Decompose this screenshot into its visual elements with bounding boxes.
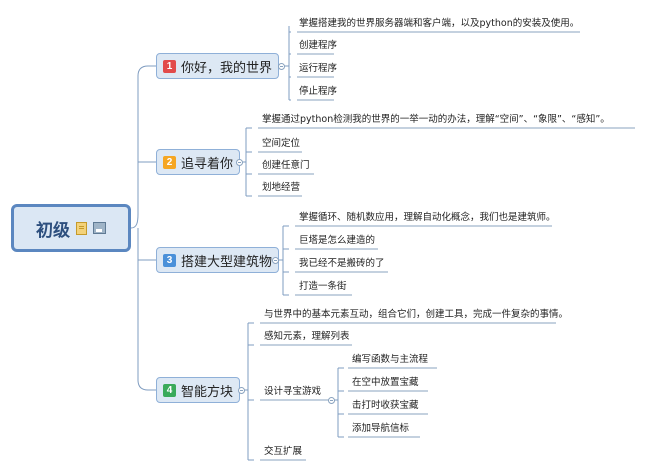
subtopic[interactable]: 创建程序 [299,40,338,51]
collapse-toggle-icon[interactable] [272,257,279,264]
topic-number-badge: 3 [163,253,176,267]
subtopic[interactable]: 创建任意门 [262,160,310,171]
subtopic[interactable]: 与世界中的基本元素互动，组合它们，创建工具，完成一件复杂的事情。 [264,309,569,320]
image-icon[interactable] [93,222,106,234]
collapse-toggle-icon[interactable] [328,397,335,404]
subtopic[interactable]: 停止程序 [299,86,338,97]
subtopic[interactable]: 巨塔是怎么建造的 [299,235,376,246]
subtopic[interactable]: 感知元素，理解列表 [264,331,350,342]
subtopic[interactable]: 打造一条街 [299,281,347,292]
topic-label: 追寻着你 [181,156,234,172]
topic-number-badge: 2 [163,155,176,169]
note-icon[interactable] [76,221,87,235]
topic-3[interactable]: 3 搭建大型建筑物 [156,247,280,273]
root-topic[interactable]: 初级 [11,204,131,252]
subtopic[interactable]: 我已经不是搬砖的了 [299,258,385,269]
subtopic[interactable]: 掌握通过python检测我的世界的一举一动的办法，理解“空间”、“象限”、“感知… [262,114,610,125]
subtopic[interactable]: 空间定位 [262,138,301,149]
subtopic[interactable]: 掌握搭建我的世界服务器端和客户端，以及python的安装及使用。 [299,18,580,29]
topic-number-badge: 1 [163,59,176,73]
sub-subtopic[interactable]: 添加导航信标 [352,423,410,434]
subtopic[interactable]: 设计寻宝游戏 [264,386,322,397]
sub-subtopic[interactable]: 击打时收获宝藏 [352,400,419,411]
collapse-toggle-icon[interactable] [278,63,285,70]
subtopic[interactable]: 掌握循环、随机数应用，理解自动化概念，我们也是建筑师。 [299,212,556,223]
topic-label: 智能方块 [181,384,234,400]
subtopic[interactable]: 交互扩展 [264,446,303,457]
topic-4[interactable]: 4 智能方块 [156,377,241,403]
subtopic[interactable]: 运行程序 [299,63,338,74]
topic-label: 搭建大型建筑物 [181,254,273,270]
topic-1[interactable]: 1 你好，我的世界 [156,53,280,79]
topic-label: 你好，我的世界 [181,60,273,76]
collapse-toggle-icon[interactable] [238,387,245,394]
collapse-toggle-icon[interactable] [236,159,243,166]
sub-subtopic[interactable]: 在空中放置宝藏 [352,377,419,388]
subtopic[interactable]: 划地经营 [262,182,301,193]
topic-2[interactable]: 2 追寻着你 [156,149,241,175]
root-title: 初级 [36,220,70,241]
topic-number-badge: 4 [163,383,176,397]
sub-subtopic[interactable]: 编写函数与主流程 [352,354,429,365]
